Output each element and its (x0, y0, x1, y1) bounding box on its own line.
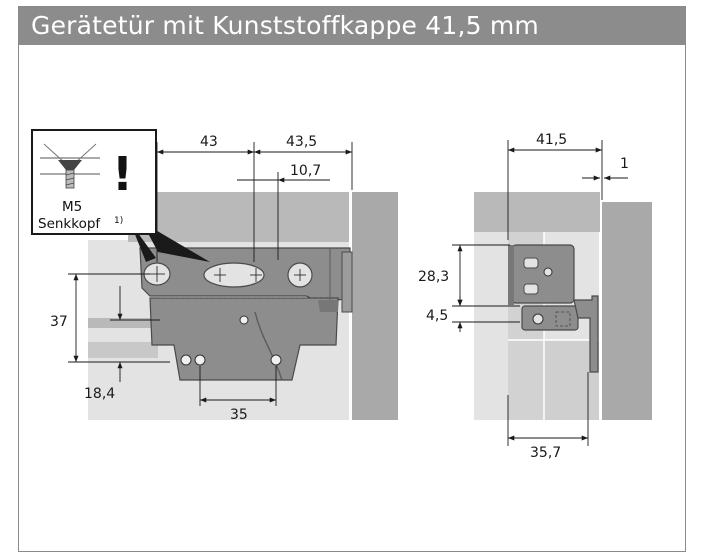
screw-size-label: M5 (62, 199, 82, 215)
page-title: Gerätetür mit Kunststoffkappe 41,5 mm (19, 7, 685, 45)
door-left (352, 192, 398, 420)
callout-pointer (142, 222, 210, 262)
countersunk-screw-icon (40, 143, 100, 189)
dim-18-4: 18,4 (84, 386, 115, 402)
dim-35: 35 (230, 407, 248, 423)
top-shelf-left (128, 192, 350, 242)
left-view: ! M5 Senkkopf 1) 43 43,5 10,7 37 (31, 129, 398, 423)
hinge-cap (508, 244, 599, 373)
center-marks (149, 266, 306, 282)
right-view: 41,5 1 28,3 4,5 35,7 (418, 132, 652, 461)
dim-43: 43 (200, 134, 218, 150)
footnote-mark: 1) (114, 216, 123, 226)
top-shelf-right (474, 192, 600, 232)
dimension-lines-left (68, 142, 353, 406)
warning-icon: ! (112, 147, 133, 201)
dim-41-5: 41,5 (536, 132, 567, 148)
dim-10-7: 10,7 (290, 163, 321, 179)
keyhole-slot (203, 262, 265, 288)
rail-lower (88, 342, 158, 358)
dim-35-7: 35,7 (530, 445, 561, 461)
dim-28-3: 28,3 (418, 269, 449, 285)
screw-type-label: Senkkopf (38, 216, 101, 232)
dim-1: 1 (620, 156, 629, 172)
dim-4-5: 4,5 (426, 308, 448, 324)
rail-upper (88, 318, 158, 328)
door-right (602, 202, 652, 420)
dimension-lines-right (452, 140, 628, 446)
screw-callout-box (31, 129, 157, 235)
dim-37: 37 (50, 314, 68, 330)
dim-43-5: 43,5 (286, 134, 317, 150)
